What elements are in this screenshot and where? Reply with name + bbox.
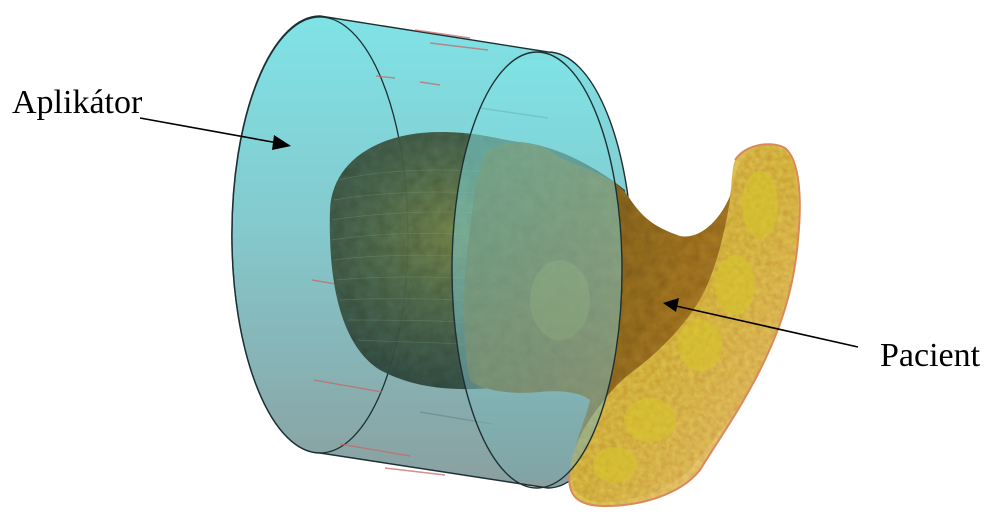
patient-label: Pacient [880,339,980,373]
applicator-label: Aplikátor [12,86,142,120]
